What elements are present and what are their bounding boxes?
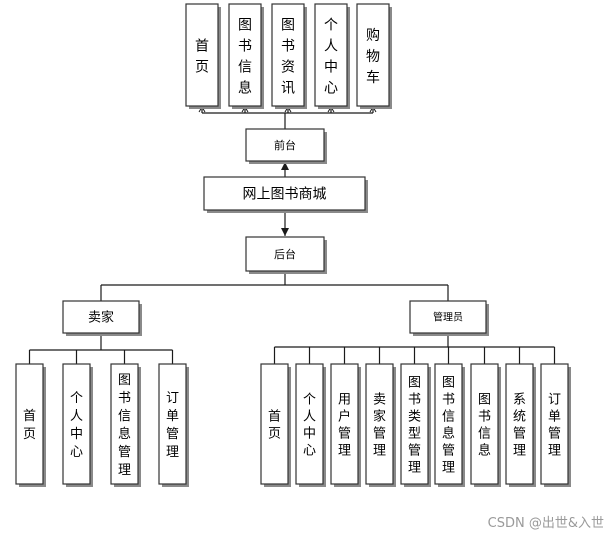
front-node-1-frame (185, 3, 219, 107)
seller-node-1-label: 首页 (23, 409, 36, 442)
admin-node-6: 图书信息管理 (434, 363, 465, 487)
admin-node-6-frame (434, 363, 463, 485)
root-box-frame (203, 176, 366, 211)
front-node-1-label: 首页 (195, 38, 209, 75)
admin-box-frame (409, 300, 487, 334)
root-to-front-arrow (281, 162, 289, 170)
admin-node-1-frame (260, 363, 289, 485)
front-node-4-label: 个人中心 (324, 17, 338, 96)
seller-node-3: 图书信息管理 (110, 363, 141, 487)
seller-node-1: 首页 (15, 363, 46, 487)
admin-node-2: 个人中心 (295, 363, 326, 487)
front-node-3-frame (271, 3, 305, 107)
admin-node-8-label: 系统管理 (513, 392, 526, 458)
back-box-label: 后台 (274, 247, 296, 261)
nodes: 首页图书信息图书资讯个人中心购物车前台网上图书商城后台卖家管理员首页个人中心图书… (15, 3, 571, 487)
admin-node-3-frame (330, 363, 359, 485)
seller-node-4-label: 订单管理 (166, 391, 179, 460)
admin-node-1-label: 首页 (268, 409, 281, 441)
admin-node-8-frame (505, 363, 534, 485)
back-box: 后台 (245, 236, 327, 274)
seller-node-1-frame (15, 363, 44, 485)
seller-node-2: 个人中心 (62, 363, 93, 487)
front-box-label: 前台 (274, 138, 296, 152)
admin-node-8: 系统管理 (505, 363, 536, 487)
admin-node-5-label: 图书类型管理 (408, 375, 421, 475)
front-node-2-label: 图书信息 (238, 17, 252, 96)
admin-node-1: 首页 (260, 363, 291, 487)
front-node-2-frame (228, 3, 262, 107)
admin-node-3-label: 用户管理 (338, 392, 351, 458)
admin-node-4-frame (365, 363, 394, 485)
admin-node-7-label: 图书信息 (478, 392, 491, 458)
admin-node-6-label: 图书信息管理 (442, 375, 455, 475)
front-node-5-label: 购物车 (366, 28, 380, 86)
front-node-5: 购物车 (356, 3, 392, 109)
admin-node-5: 图书类型管理 (400, 363, 431, 487)
front-node-3-label: 图书资讯 (281, 17, 295, 96)
seller-node-3-label: 图书信息管理 (118, 373, 131, 478)
back-box-frame (245, 236, 325, 272)
seller-node-4-frame (158, 363, 187, 485)
admin-node-7-frame (470, 363, 499, 485)
watermark: CSDN @出世&入世 (487, 516, 604, 531)
admin-node-2-label: 个人中心 (303, 392, 316, 458)
admin-node-5-frame (400, 363, 429, 485)
connectors (28, 106, 556, 364)
admin-node-9-label: 订单管理 (548, 392, 561, 458)
admin-node-3: 用户管理 (330, 363, 361, 487)
seller-box-label: 卖家 (88, 310, 114, 326)
front-node-5-frame (356, 3, 390, 107)
admin-node-4-label: 卖家管理 (373, 392, 386, 458)
admin-node-9: 订单管理 (540, 363, 571, 487)
front-box-frame (245, 128, 325, 162)
admin-node-2-frame (295, 363, 324, 485)
seller-node-4: 订单管理 (158, 363, 189, 487)
admin-box-label: 管理员 (433, 311, 463, 324)
seller-box-frame (62, 300, 140, 334)
root-box: 网上图书商城 (203, 176, 368, 213)
front-node-4-frame (314, 3, 348, 107)
front-node-4: 个人中心 (314, 3, 350, 109)
front-box: 前台 (245, 128, 327, 164)
admin-box: 管理员 (409, 300, 489, 336)
seller-node-2-frame (62, 363, 91, 485)
front-node-1: 首页 (185, 3, 221, 109)
seller-node-2-label: 个人中心 (70, 391, 83, 460)
front-node-3: 图书资讯 (271, 3, 307, 109)
admin-node-7: 图书信息 (470, 363, 501, 487)
admin-node-4: 卖家管理 (365, 363, 396, 487)
seller-box: 卖家 (62, 300, 142, 336)
root-to-back-arrow (281, 228, 289, 236)
seller-node-3-frame (110, 363, 139, 485)
front-node-2: 图书信息 (228, 3, 264, 109)
admin-node-9-frame (540, 363, 569, 485)
root-box-label: 网上图书商城 (243, 187, 327, 203)
